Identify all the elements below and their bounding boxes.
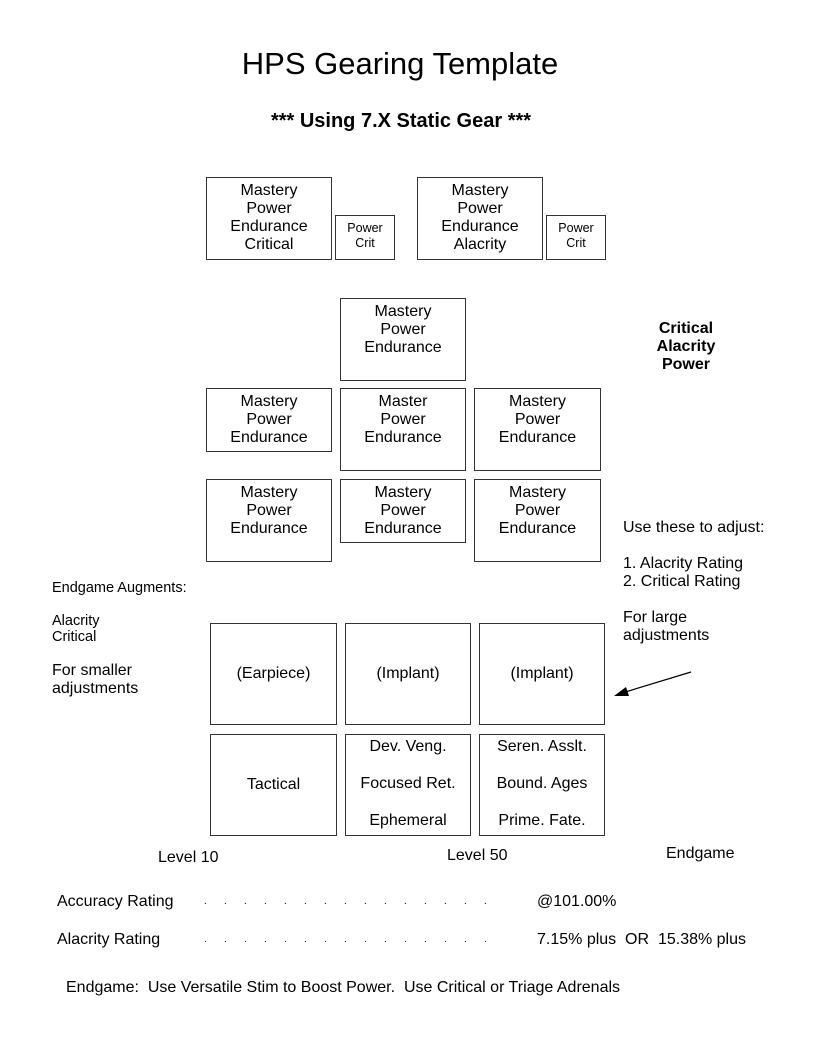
stat-line: Endurance	[364, 429, 442, 446]
page-subtitle: *** Using 7.X Static Gear ***	[270, 110, 532, 132]
relic-line: Prime. Fate.	[498, 812, 586, 829]
relic-line: Focused Ret.	[360, 775, 456, 792]
leader-dots: ...............	[204, 896, 487, 907]
stat-line: Mastery	[374, 303, 432, 320]
gear-box-right-main: Mastery Power Endurance Alacrity	[417, 177, 543, 260]
gear-box-left-main: Mastery Power Endurance Critical	[206, 177, 332, 260]
stat-line: Crit	[566, 236, 586, 250]
priority-line: Power	[661, 356, 710, 373]
adjust-tail-line: adjustments	[623, 627, 710, 644]
level-label-endgame: Endgame	[666, 845, 735, 862]
stat-line: Critical	[244, 236, 294, 253]
relic-line: Dev. Veng.	[369, 738, 447, 755]
slot-label: (Implant)	[376, 665, 440, 682]
gear-box-right-small: Power Crit	[546, 215, 606, 260]
slot-label: (Earpiece)	[236, 665, 311, 682]
stat-line: Endurance	[230, 520, 308, 537]
stat-line: Power	[558, 221, 594, 235]
augments-tail: For smaller adjustments	[52, 662, 138, 698]
level-label-50: Level 50	[447, 847, 508, 864]
adjust-heading: Use these to adjust:	[623, 519, 765, 536]
stat-line: Endurance	[364, 520, 442, 537]
augment-item: Critical	[52, 629, 97, 645]
gear-box-row2-left: Mastery Power Endurance	[206, 388, 332, 452]
page-title: HPS Gearing Template	[241, 46, 559, 81]
stat-line: Endurance	[498, 429, 577, 446]
augments-tail-line: adjustments	[52, 680, 139, 697]
stat-line: Endurance	[498, 520, 577, 537]
relics-level50: Dev. Veng. Focused Ret. Ephemeral	[345, 734, 471, 836]
stat-line: Mastery	[240, 484, 298, 501]
implant-slot-2: (Implant)	[479, 623, 605, 725]
slot-label: (Implant)	[510, 665, 574, 682]
stat-line: Crit	[355, 236, 375, 250]
gear-box-row2-center: Master Power Endurance	[340, 388, 466, 471]
adjust-tail-line: For large	[623, 609, 688, 626]
relics-endgame: Seren. Asslt. Bound. Ages Prime. Fate.	[479, 734, 605, 836]
rating-label: Alacrity Rating	[57, 931, 161, 948]
adjust-tail: For large adjustments	[623, 609, 709, 645]
gear-box-left-small: Power Crit	[335, 215, 395, 260]
priority-line: Critical	[658, 320, 714, 337]
stat-line: Endurance	[441, 218, 519, 235]
leader-dots: ...............	[204, 934, 487, 945]
augments-tail-line: For smaller	[52, 662, 133, 679]
rating-label: Accuracy Rating	[57, 893, 174, 910]
augments-list: Alacrity Critical	[52, 613, 100, 645]
stat-line: Mastery	[509, 484, 566, 501]
stat-line: Power	[347, 221, 383, 235]
priority-line: Alacrity	[656, 338, 716, 355]
gear-box-row3-right: Mastery Power Endurance	[474, 479, 601, 562]
arrow-icon	[614, 671, 692, 696]
earpiece-slot: (Earpiece)	[210, 623, 337, 725]
slot-label: Tactical	[246, 776, 301, 793]
relic-line: Ephemeral	[369, 812, 447, 829]
gear-box-row3-left: Mastery Power Endurance	[206, 479, 332, 562]
stat-line: Master	[378, 393, 428, 410]
relic-line: Bound. Ages	[496, 775, 588, 792]
stat-line: Endurance	[230, 429, 308, 446]
implant-slot-1: (Implant)	[345, 623, 471, 725]
adjust-item: 1. Alacrity Rating	[623, 555, 744, 572]
stat-line: Power	[514, 411, 561, 428]
stat-line: Endurance	[230, 218, 308, 235]
gear-box-row3-center: Mastery Power Endurance	[340, 479, 466, 543]
stat-line: Power	[457, 200, 503, 217]
stat-line: Alacrity	[453, 236, 507, 253]
stat-line: Power	[246, 502, 292, 519]
gear-box-top-center: Mastery Power Endurance	[340, 298, 466, 381]
stat-line: Endurance	[364, 339, 442, 356]
rating-value: @101.00%	[537, 893, 617, 910]
stat-line: Power	[246, 411, 292, 428]
augments-heading: Endgame Augments:	[52, 580, 187, 596]
adjust-list: 1. Alacrity Rating 2. Critical Rating	[623, 555, 743, 591]
stat-line: Mastery	[374, 484, 432, 501]
stat-line: Mastery	[240, 182, 298, 199]
augment-item: Alacrity	[52, 613, 100, 629]
stat-line: Mastery	[240, 393, 298, 410]
stat-line: Power	[514, 502, 561, 519]
stat-line: Mastery	[451, 182, 509, 199]
adjust-item: 2. Critical Rating	[623, 573, 741, 590]
stat-line: Mastery	[509, 393, 566, 410]
stat-line: Power	[246, 200, 292, 217]
tactical-slot: Tactical	[210, 734, 337, 836]
stat-priority: Critical Alacrity Power	[636, 320, 736, 374]
relic-line: Seren. Asslt.	[497, 738, 587, 755]
stat-line: Power	[380, 502, 426, 519]
level-label-10: Level 10	[158, 849, 219, 866]
rating-value: 7.15% plus OR 15.38% plus	[537, 931, 747, 948]
gear-box-row2-right: Mastery Power Endurance	[474, 388, 601, 471]
footer-note: Endgame: Use Versatile Stim to Boost Pow…	[66, 979, 621, 996]
stat-line: Power	[380, 321, 426, 338]
stat-line: Power	[380, 411, 426, 428]
